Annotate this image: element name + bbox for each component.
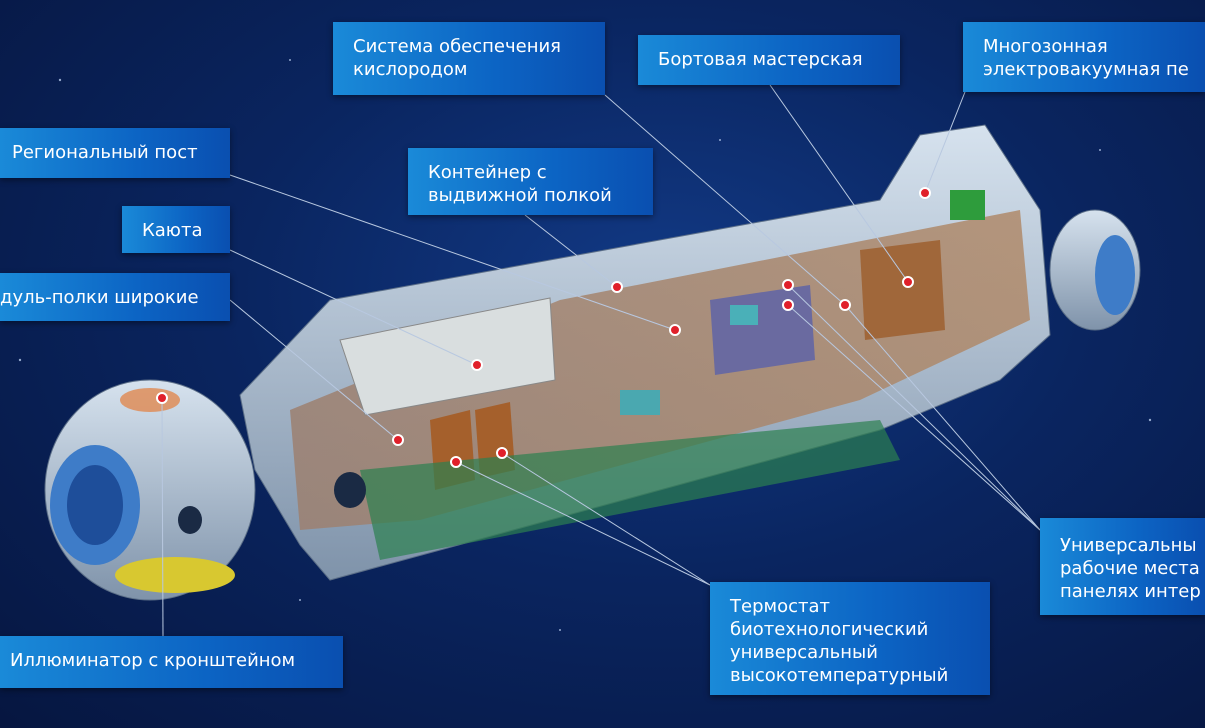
label-line: Универсальны xyxy=(1060,535,1197,556)
label-thermostat: Термостат биотехнологический универсальн… xyxy=(710,582,990,695)
label-line: дуль-полки широкие xyxy=(0,287,199,308)
label-line: электровакуумная пе xyxy=(983,59,1189,80)
label-line: Каюта xyxy=(142,220,203,241)
marker-dot xyxy=(450,456,462,468)
label-line: Система обеспечения xyxy=(353,36,561,57)
marker-dot xyxy=(496,447,508,459)
label-container: Контейнер с выдвижной полкой xyxy=(408,148,653,215)
marker-dot xyxy=(919,187,931,199)
label-line: кислородом xyxy=(353,59,468,80)
marker-dot xyxy=(902,276,914,288)
label-regional-post: Региональный пост xyxy=(0,128,230,178)
module-interior xyxy=(290,210,1030,530)
label-vacuum-furnace: Многозонная электровакуумная пе xyxy=(963,22,1205,92)
marker-dot xyxy=(669,324,681,336)
marker-dot xyxy=(782,299,794,311)
label-line: универсальный xyxy=(730,642,878,663)
label-shelves: дуль-полки широкие xyxy=(0,273,230,321)
marker-dot xyxy=(839,299,851,311)
marker-dot xyxy=(611,281,623,293)
label-line: высокотемпературный xyxy=(730,665,949,686)
label-line: Контейнер с xyxy=(428,162,547,183)
label-oxygen-system: Система обеспечения кислородом xyxy=(333,22,605,95)
markers xyxy=(156,187,931,468)
label-line: Иллюминатор с кронштейном xyxy=(10,650,296,671)
label-line: рабочие места xyxy=(1060,558,1200,579)
marker-dot xyxy=(782,279,794,291)
label-line: Термостат xyxy=(730,596,830,617)
marker-dot xyxy=(392,434,404,446)
label-line: панелях интер xyxy=(1060,581,1201,602)
label-porthole: Иллюминатор с кронштейном xyxy=(0,636,343,688)
marker-dot xyxy=(156,392,168,404)
label-line: Бортовая мастерская xyxy=(658,49,863,70)
label-line: Региональный пост xyxy=(12,142,198,163)
leader-lines xyxy=(161,84,1041,637)
label-workplaces: Универсальны рабочие места панелях интер xyxy=(1040,518,1205,615)
label-line: биотехнологический xyxy=(730,619,929,640)
label-line: выдвижной полкой xyxy=(428,185,612,206)
label-line: Многозонная xyxy=(983,36,1108,57)
label-onboard-workshop: Бортовая мастерская xyxy=(638,35,900,85)
label-cabin: Каюта xyxy=(122,206,230,253)
marker-dot xyxy=(471,359,483,371)
